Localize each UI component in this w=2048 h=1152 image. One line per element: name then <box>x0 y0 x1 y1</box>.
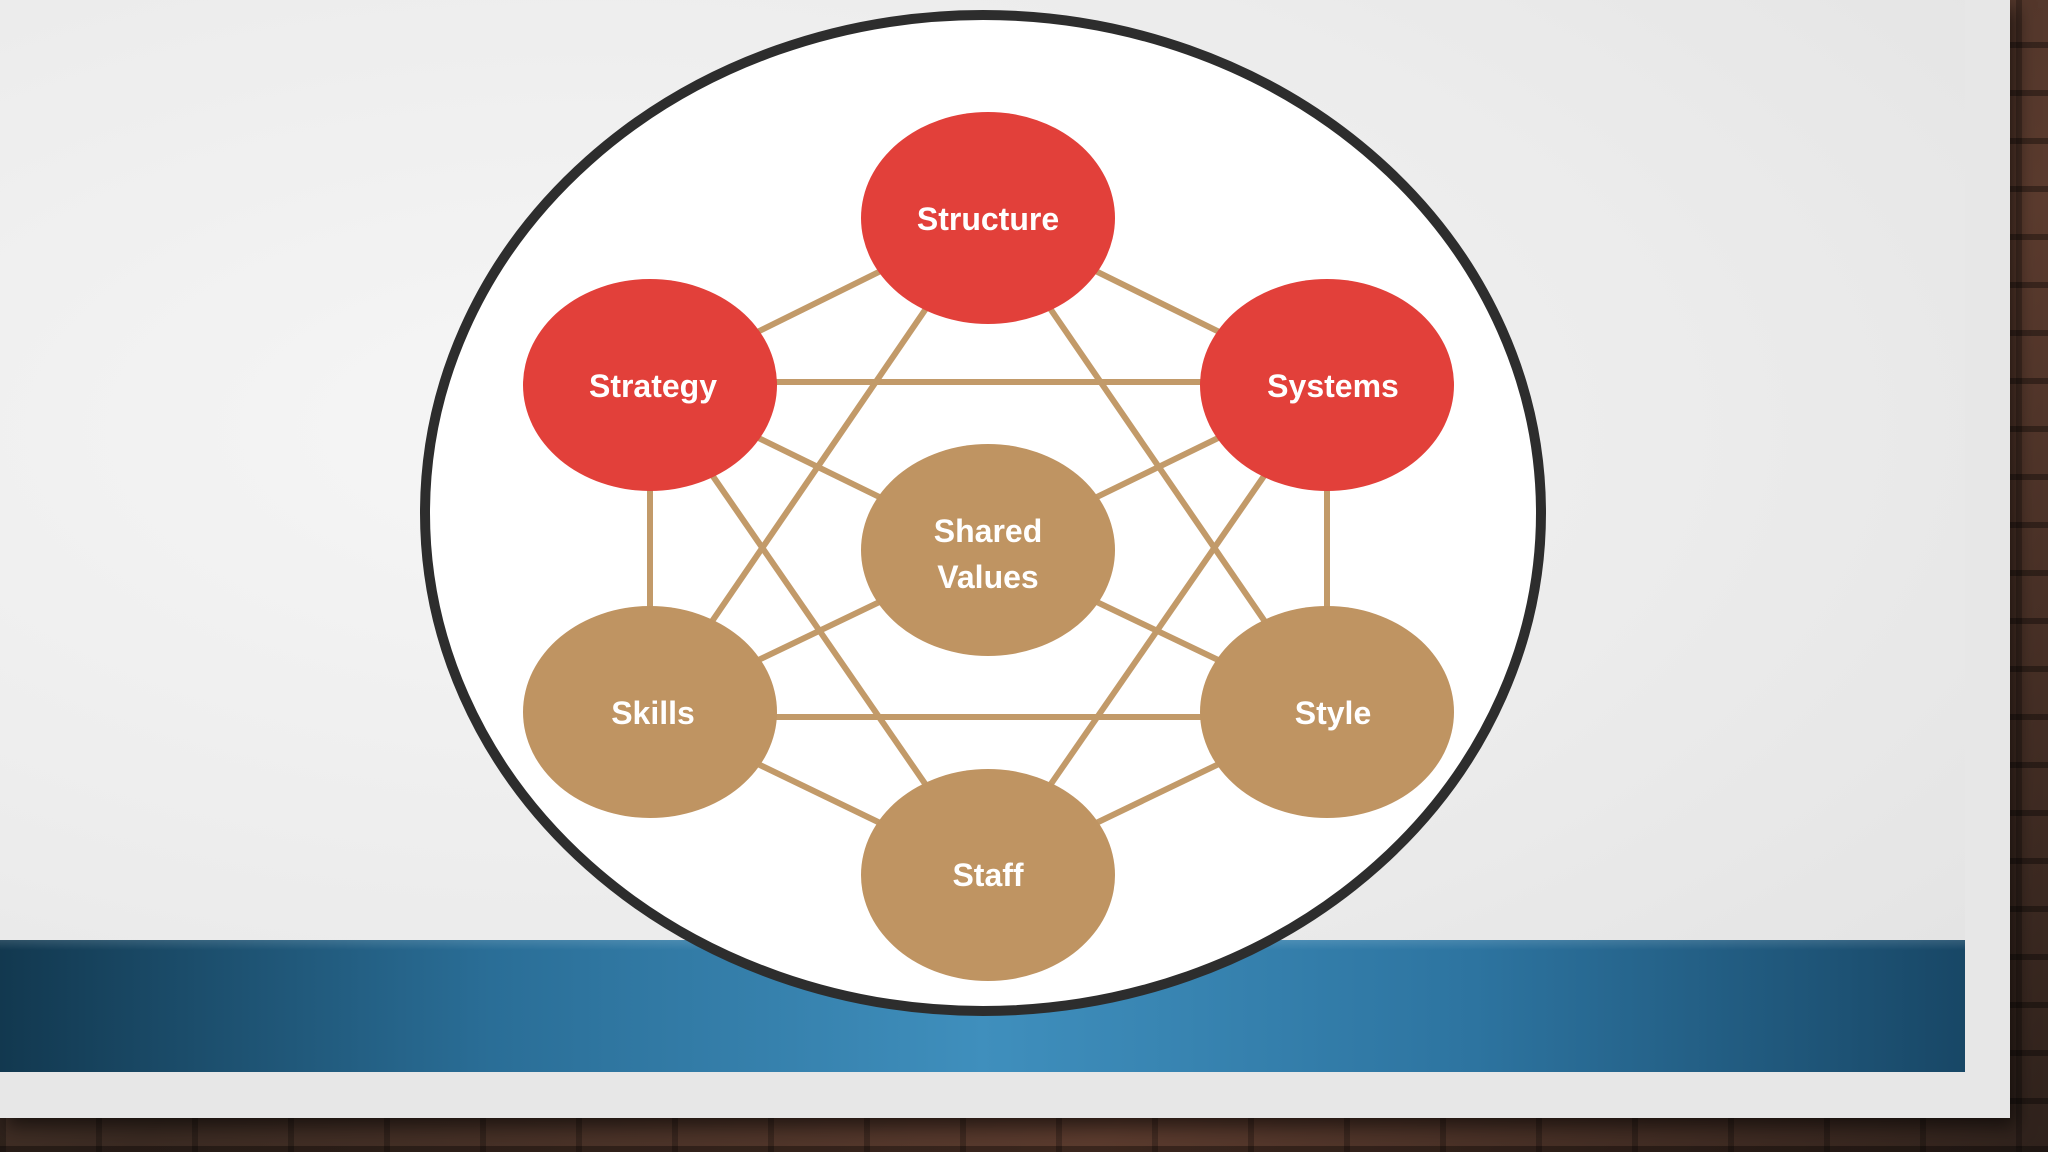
node-staff: Staff <box>861 769 1115 981</box>
node-shared-values-ellipse <box>861 444 1115 656</box>
node-strategy-label: Strategy <box>589 368 717 404</box>
slide-frame: Structure Strategy Systems Shared Values… <box>0 0 2010 1118</box>
node-shared-values-label-line2: Values <box>937 559 1038 595</box>
node-skills-label: Skills <box>611 695 695 731</box>
node-style-label: Style <box>1295 695 1371 731</box>
slide: Structure Strategy Systems Shared Values… <box>0 0 1965 1072</box>
node-systems-label: Systems <box>1267 368 1399 404</box>
node-staff-ellipse <box>861 769 1115 981</box>
node-skills-ellipse <box>523 606 777 818</box>
seven-s-diagram: Structure Strategy Systems Shared Values… <box>420 10 1546 1016</box>
node-systems: Systems <box>1200 279 1454 491</box>
node-shared-values: Shared Values <box>861 444 1115 656</box>
node-structure: Structure <box>861 112 1115 324</box>
node-structure-ellipse <box>861 112 1115 324</box>
node-strategy: Strategy <box>523 279 777 491</box>
node-structure-label: Structure <box>917 201 1059 237</box>
node-style: Style <box>1200 606 1454 818</box>
node-systems-ellipse <box>1200 279 1454 491</box>
node-skills: Skills <box>523 606 777 818</box>
node-style-ellipse <box>1200 606 1454 818</box>
node-shared-values-label-line1: Shared <box>934 513 1042 549</box>
node-staff-label: Staff <box>952 857 1023 893</box>
node-strategy-ellipse <box>523 279 777 491</box>
